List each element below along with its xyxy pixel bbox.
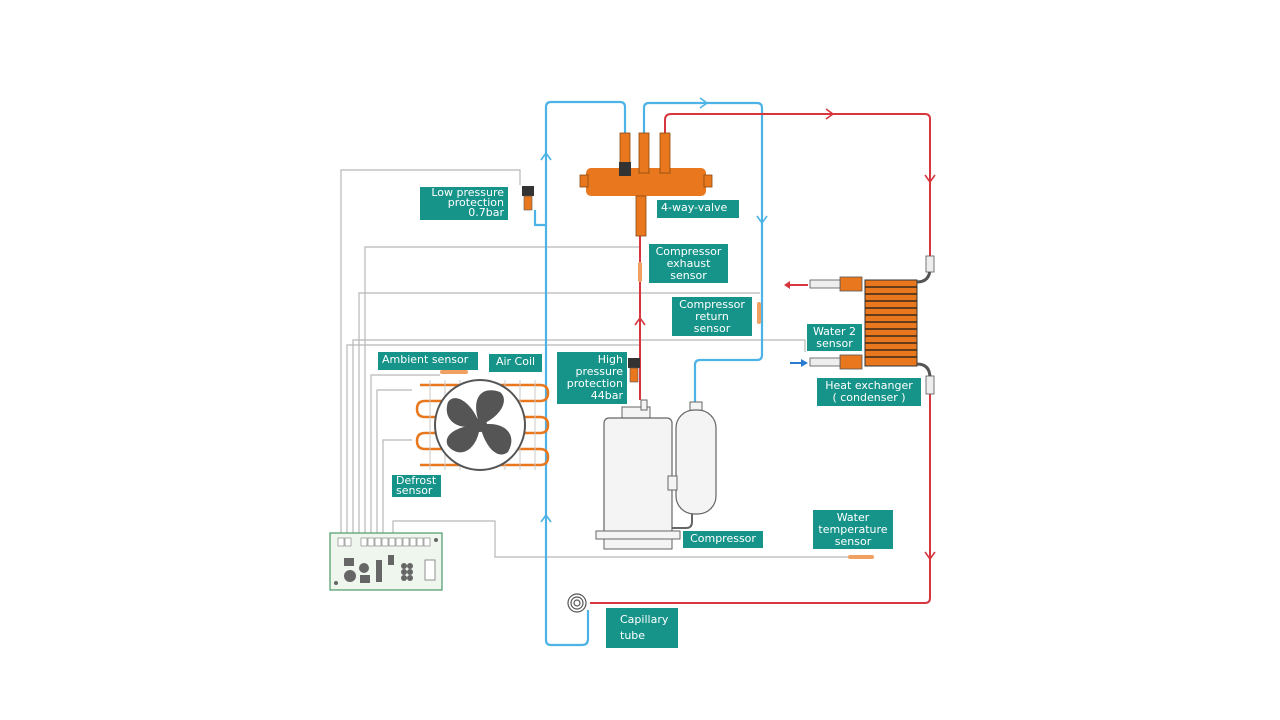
control-wiring [340,169,858,558]
low-pressure-switch-icon [522,186,534,211]
water-outlet-arrow-icon [784,281,808,289]
compressor-return-sensor-label: Compressor return sensor [672,297,752,336]
ambient-sensor-label: Ambient sensor [378,352,478,370]
four-way-valve-label: 4-way-valve [657,200,739,218]
hot-flow-arrows [634,108,936,561]
capillary-tube-label: Capillary tube [606,608,678,648]
heat-exchanger [809,255,935,395]
fan-icon [434,379,526,471]
low-pressure-protection-label: Low pressure protection 0.7bar [420,187,508,220]
compressor-label: Compressor [683,531,763,548]
high-pressure-switch-icon [628,358,640,383]
compressor-exhaust-sensor-label: Compressor exhaust sensor [649,244,728,283]
air-coil-label: Air Coil [489,354,542,372]
water-temperature-sensor-label: Water temperature sensor [813,510,893,549]
heat-exchanger-label: Heat exchanger ( condenser ) [817,378,921,406]
defrost-sensor-label: Defrost sensor [392,475,441,497]
capillary-tube-coil [567,593,587,613]
four-way-valve [579,132,713,237]
water-inlet-arrow-icon [790,359,808,367]
controller-board [329,532,443,591]
accumulator [667,401,717,529]
cold-flow-arrows [540,97,768,523]
high-pressure-protection-label: High pressure protection 44bar [557,352,627,404]
compressor [595,399,681,550]
water2-sensor-label: Water 2 sensor [807,324,862,351]
